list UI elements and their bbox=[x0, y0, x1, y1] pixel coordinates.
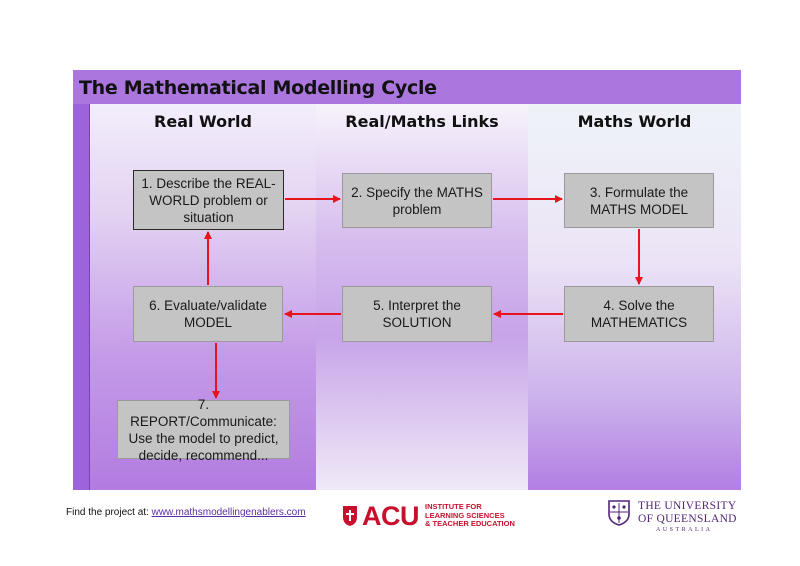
acu-letters: ACU bbox=[362, 500, 420, 531]
project-website-link[interactable]: www.mathsmodellingenablers.com bbox=[151, 507, 306, 518]
acu-institute-line-2: LEARNING SCIENCES bbox=[425, 510, 505, 520]
column-heading-maths-world: Maths World bbox=[577, 112, 692, 131]
uq-crest-icon bbox=[608, 500, 630, 526]
uq-line-2: OF QUEENSLAND bbox=[638, 513, 737, 525]
uq-line-3: AUSTRALIA bbox=[656, 527, 713, 533]
acu-logo: ACU INSTITUTE FOR LEARNING SCIENCES & TE… bbox=[342, 501, 515, 531]
step-3-formulate-box: 3. Formulate the MATHS MODEL bbox=[564, 173, 714, 228]
uq-logo: THE UNIVERSITY OF QUEENSLAND AUSTRALIA bbox=[608, 500, 737, 533]
step-2-specify-box: 2. Specify the MATHS problem bbox=[342, 173, 492, 228]
step-6-evaluate-box: 6. Evaluate/validate MODEL bbox=[133, 286, 283, 342]
uq-wordmark: THE UNIVERSITY OF QUEENSLAND AUSTRALIA bbox=[638, 500, 737, 533]
column-heading-real-world: Real World bbox=[154, 112, 252, 131]
footer-project-link: Find the project at: www.mathsmodellinge… bbox=[66, 507, 306, 518]
column-heading-real-maths-links: Real/Maths Links bbox=[345, 112, 499, 131]
footer-prefix: Find the project at: bbox=[66, 507, 152, 518]
acu-shield-icon bbox=[343, 506, 357, 526]
left-accent-bar bbox=[73, 104, 90, 490]
acu-institute-line-1: INSTITUTE FOR bbox=[425, 502, 482, 512]
step-4-solve-box: 4. Solve the MATHEMATICS bbox=[564, 286, 714, 342]
step-7-report-box: 7. REPORT/Communicate: Use the model to … bbox=[117, 397, 290, 463]
step-1-describe-box: 1. Describe the REAL- WORLD problem or s… bbox=[133, 170, 284, 230]
diagram-title: The Mathematical Modelling Cycle bbox=[79, 77, 437, 99]
step-5-interpret-box: 5. Interpret the SOLUTION bbox=[342, 286, 492, 342]
uq-line-1: THE UNIVERSITY bbox=[638, 500, 737, 512]
acu-institute-name: INSTITUTE FOR LEARNING SCIENCES & TEACHE… bbox=[425, 503, 515, 529]
acu-institute-line-3: & TEACHER EDUCATION bbox=[425, 519, 515, 529]
title-bar: The Mathematical Modelling Cycle bbox=[73, 70, 741, 104]
